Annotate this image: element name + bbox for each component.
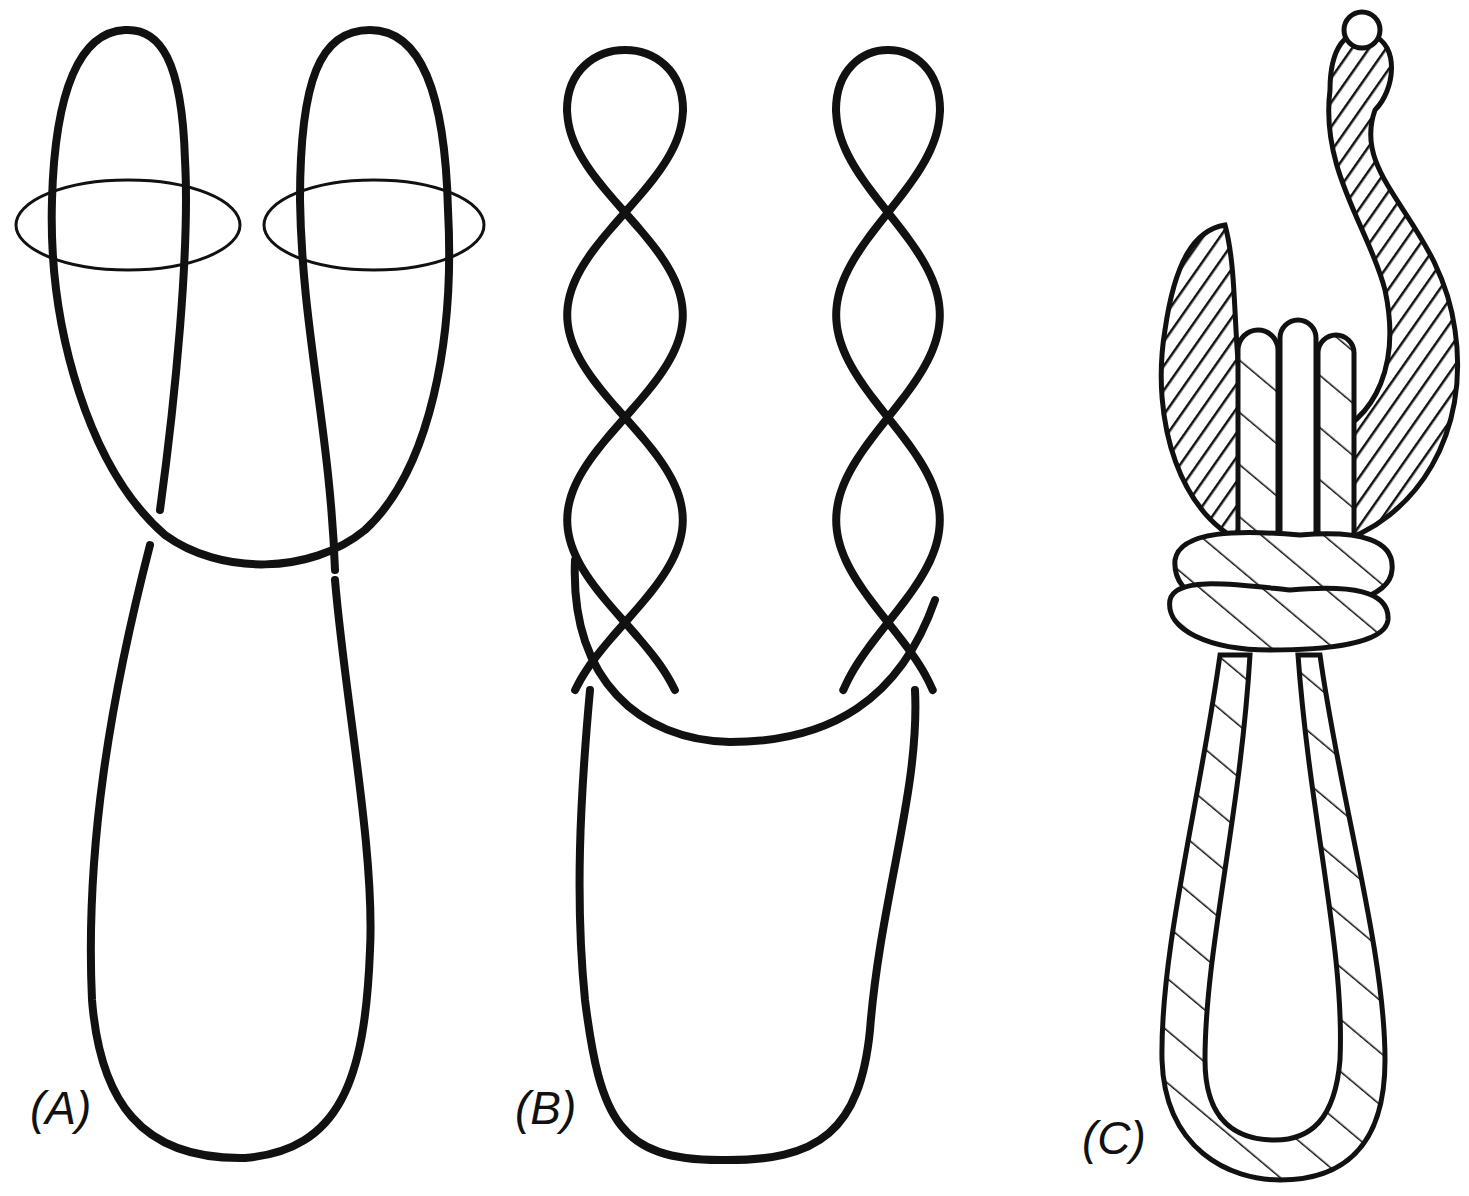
knot-a [52,30,449,1158]
hook-and-rope [1161,12,1457,1180]
knot-b [567,50,940,1160]
figure-label: (A) [30,1085,91,1131]
loop-rings [16,180,484,270]
rope-b-cross-arc [575,560,935,742]
rope-strand [1280,320,1316,550]
twisted-strand [567,110,683,690]
rope-strand [1238,330,1278,550]
hook-eye [1344,12,1380,48]
twisted-strand [567,110,683,690]
twist-top [567,50,683,110]
twisted-strand [836,110,940,690]
rope-strand [1318,335,1354,550]
figure-label: (B) [515,1085,576,1131]
rope-b-lower-loop [580,690,916,1160]
rope-lower-loop [1162,655,1385,1180]
twist-top [836,50,940,110]
rope-a-lower-loop [91,545,371,1158]
rope-a-upper [52,30,449,570]
knot-turn [1170,584,1388,650]
figure-label: (C) [1082,1115,1146,1161]
twisted-strand [836,110,940,690]
